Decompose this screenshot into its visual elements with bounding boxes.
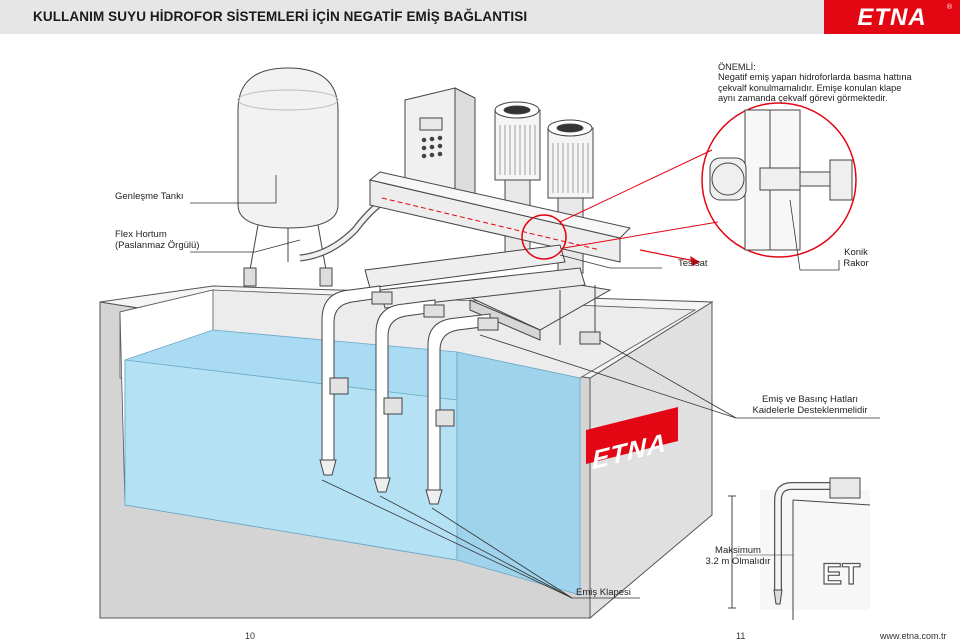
label-foot-valve: Emiş Klapesi [576, 587, 631, 598]
note-line-1: Negatif emiş yapan hidroforlarda basma h… [718, 72, 912, 83]
label-supported-lines: Emiş ve Basınç Hatları Kaidelerle Destek… [730, 394, 890, 416]
control-panel [404, 87, 476, 213]
label-lines-line-1: Emiş ve Basınç Hatları [761, 394, 859, 405]
brand-logo-text: ETNA [857, 4, 927, 31]
label-expansion-tank: Genleşme Tankı [115, 191, 184, 202]
brand-logo: ETNA ® [824, 0, 960, 34]
label-max-line-1: Maksimum [715, 545, 761, 556]
header-bar: KULLANIM SUYU HİDROFOR SİSTEMLERİ İÇİN N… [0, 0, 960, 34]
label-conical-fitting: Konik Rakor [836, 247, 876, 269]
suction-pipe-3 [425, 313, 491, 505]
inset-detail [728, 477, 871, 620]
expansion-tank [237, 67, 339, 287]
important-note: ÖNEMLİ: Negatif emiş yapan hidroforlarda… [718, 62, 948, 104]
detail-source-circle [521, 214, 567, 260]
label-flex-hose: Flex Hortum (Paslanmaz Örgülü) [115, 229, 199, 251]
label-installation: Tesisat [678, 258, 708, 269]
note-line-2: çekvalf konulmamalıdır. Emişe konulan kl… [718, 82, 902, 93]
label-lines-line-2: Kaidelerle Desteklenmelidir [752, 405, 868, 416]
page-number-left: 10 [245, 631, 256, 641]
discharge-manifold [368, 171, 631, 263]
detail-link-2 [563, 221, 719, 249]
inset-logo-text: ET [821, 557, 861, 591]
note-line-3: aynı zamanda çekvalf görevi görmektedir. [718, 93, 888, 104]
detail-link-1 [559, 149, 713, 223]
page-number-right: 11 [736, 631, 746, 641]
tank-logo [586, 407, 678, 464]
leader-lines [190, 175, 880, 599]
label-conical-line-1: Konik [844, 247, 868, 258]
brand-logo-registered: ® [946, 4, 952, 11]
website-link[interactable]: www.etna.com.tr [880, 631, 947, 641]
supports [371, 291, 601, 345]
label-max-height: Maksimum 3.2 m Olmalıdır [688, 545, 788, 567]
pipe-brackets [329, 377, 455, 427]
suction-pipe-1 [319, 285, 381, 476]
label-flex-hose-line-2: (Paslanmaz Örgülü) [115, 240, 200, 251]
note-heading: ÖNEMLİ: [718, 62, 756, 72]
label-conical-line-2: Rakor [843, 258, 869, 269]
page-title: KULLANIM SUYU HİDROFOR SİSTEMLERİ İÇİN N… [33, 9, 528, 24]
detail-circle [701, 102, 857, 258]
label-max-line-2: 3.2 m Olmalıdır [705, 556, 771, 567]
label-flex-hose-line-1: Flex Hortum [115, 229, 167, 240]
water-tank [99, 285, 714, 620]
